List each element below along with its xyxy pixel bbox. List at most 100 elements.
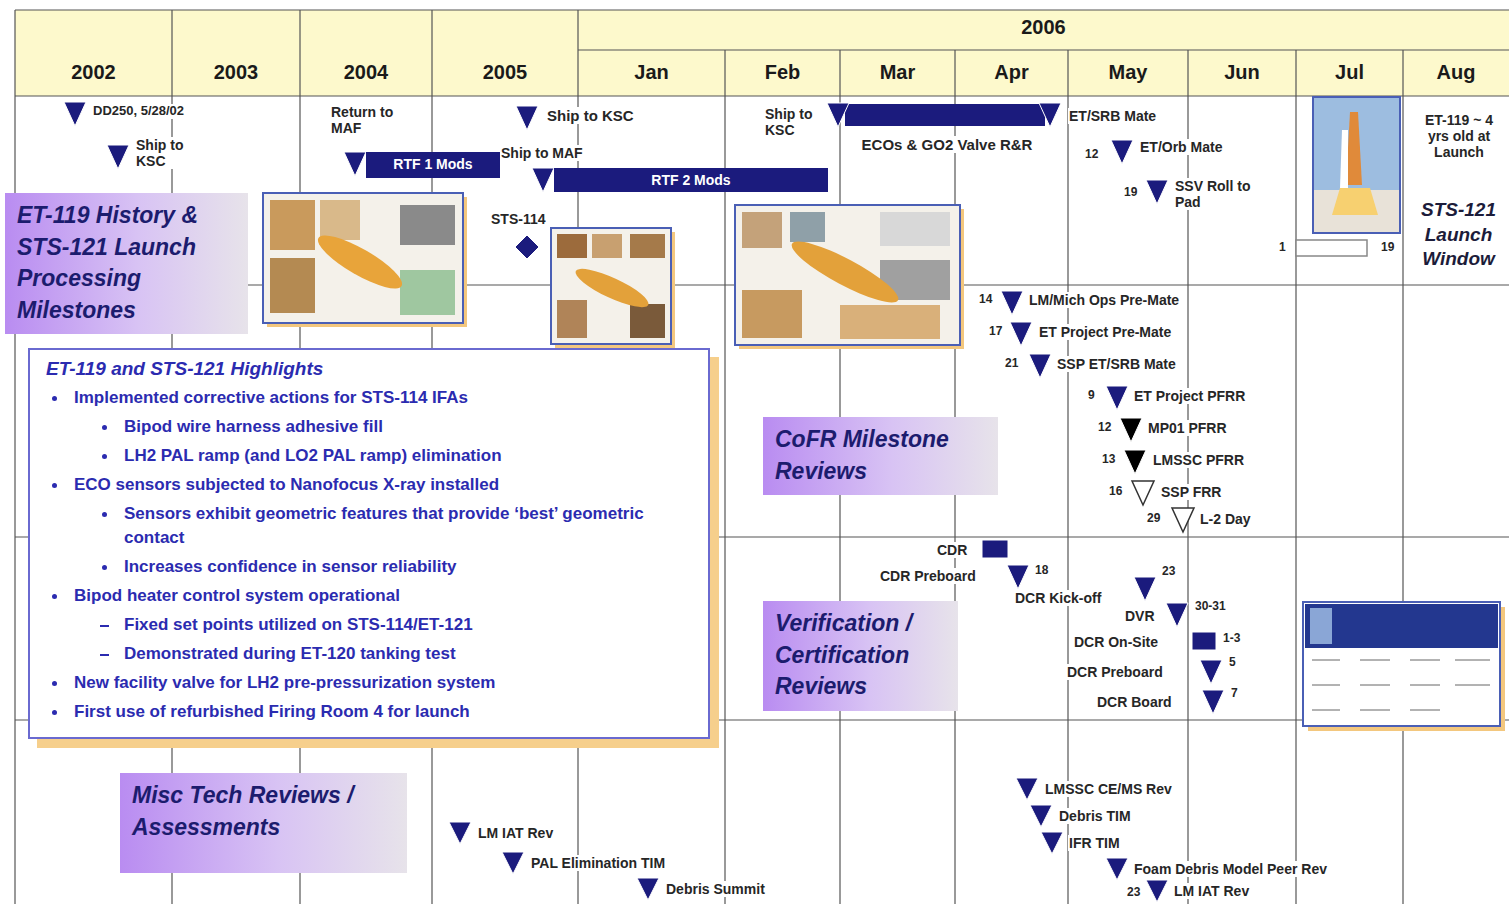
header-cell: Feb xyxy=(725,61,840,84)
document-line xyxy=(1455,660,1490,661)
photo-detail xyxy=(742,290,802,338)
header-cell: Jul xyxy=(1296,61,1403,84)
day-number: 23 xyxy=(1161,565,1176,579)
photo-detail xyxy=(592,234,622,258)
schedule-bar xyxy=(845,104,1045,126)
milestone-label: STS-121 Launch Window xyxy=(1411,198,1506,272)
photo-detail xyxy=(320,200,360,240)
header-cell: 2005 xyxy=(432,61,578,84)
schedule-bar: RTF 2 Mods xyxy=(554,168,828,192)
grid-line xyxy=(578,49,1509,50)
milestone-label: LM/Mich Ops Pre-Mate xyxy=(1028,292,1180,308)
milestone-triangle xyxy=(1016,778,1038,800)
category-box: Misc Tech Reviews / Assessments xyxy=(120,773,407,873)
bullet-row: First use of refurbished Firing Room 4 f… xyxy=(46,700,698,724)
photo-frame xyxy=(551,228,671,344)
bullet-row: Bipod heater control system operational xyxy=(46,584,698,608)
milestone-triangle xyxy=(1029,354,1051,378)
milestone-triangle-open xyxy=(1132,481,1154,505)
document-lines xyxy=(1312,660,1490,710)
milestone-triangle xyxy=(449,822,471,844)
bullet-row: Bipod wire harness adhesive fill xyxy=(46,415,698,439)
milestone-label: LM IAT Rev xyxy=(477,825,554,841)
day-number: 12 xyxy=(1097,421,1112,435)
milestone-triangle xyxy=(107,145,129,169)
milestone-label: ECOs & GO2 Valve R&R xyxy=(852,136,1042,153)
bullet-text: Increases confidence in sensor reliabili… xyxy=(124,555,698,579)
bullet-marker xyxy=(102,425,107,430)
bullet-row: Sensors exhibit geometric features that … xyxy=(46,502,698,550)
tank-sketch xyxy=(312,227,408,298)
document-line xyxy=(1312,685,1340,686)
header-cell: Jan xyxy=(578,61,725,84)
milestone-triangle xyxy=(344,152,366,176)
document-line xyxy=(1312,660,1340,661)
milestone-label: ET-119 ~ 4 yrs old at Launch xyxy=(1414,112,1504,160)
day-number: 7 xyxy=(1230,687,1239,701)
milestone-label: LMSSC PFRR xyxy=(1152,452,1245,468)
dash-marker xyxy=(100,625,109,627)
shuttle-orbiter xyxy=(1340,130,1348,188)
day-number: 30-31 xyxy=(1194,600,1227,614)
milestone-triangle xyxy=(1166,603,1188,627)
bar-label: RTF 1 Mods xyxy=(366,152,500,176)
photo-detail xyxy=(630,304,665,338)
milestone-triangle xyxy=(1106,386,1128,410)
header-cell: 2003 xyxy=(172,61,300,84)
grid-line xyxy=(1402,50,1403,904)
tank-sketch xyxy=(572,262,653,314)
milestone-triangle xyxy=(532,168,554,192)
bullet-text: ECO sensors subjected to Nanofocus X-ray… xyxy=(74,473,698,497)
category-box: CoFR Milestone Reviews xyxy=(763,417,998,495)
header-cell: Jun xyxy=(1188,61,1296,84)
milestone-label: DCR Board xyxy=(1096,694,1173,710)
header-cell: 2006 xyxy=(578,16,1509,39)
milestone-label: DVR xyxy=(1124,608,1156,624)
schedule-bar: RTF 1 Mods xyxy=(366,152,500,178)
header-cell: Aug xyxy=(1403,61,1509,84)
grid-line xyxy=(15,9,1509,10)
header-cell: May xyxy=(1068,61,1188,84)
document-line xyxy=(1410,710,1440,711)
bullet-text: Demonstrated during ET-120 tanking test xyxy=(124,642,698,666)
milestone-triangle xyxy=(1134,577,1156,601)
bullet-row: Increases confidence in sensor reliabili… xyxy=(46,555,698,579)
box-label: CoFR Milestone Reviews xyxy=(775,424,986,487)
day-number: 29 xyxy=(1146,512,1161,526)
day-number: 17 xyxy=(988,325,1003,339)
bullet-marker xyxy=(52,396,57,401)
milestone-label: SSV Roll to Pad xyxy=(1174,178,1256,210)
milestone-triangle xyxy=(637,878,659,900)
review-block xyxy=(1192,632,1216,650)
grid-lines xyxy=(15,10,1509,904)
list-heading: ET-119 and STS-121 Highlights xyxy=(46,358,698,380)
milestone-triangle xyxy=(1200,660,1222,684)
grid-line xyxy=(15,95,1509,96)
day-number: 19 xyxy=(1123,186,1138,200)
photo-frame xyxy=(263,193,463,323)
milestone-label: Ship to KSC xyxy=(135,137,197,169)
photo-frame xyxy=(735,205,960,345)
milestone-label: Ship to KSC xyxy=(764,106,828,138)
milestone-triangle xyxy=(516,106,538,130)
header-cell: 2002 xyxy=(15,61,172,84)
day-number: 16 xyxy=(1108,485,1123,499)
milestone-label: ET/Orb Mate xyxy=(1139,139,1223,155)
bullet-marker xyxy=(52,483,57,488)
header-cell: 2004 xyxy=(300,61,432,84)
milestone-triangle xyxy=(1111,140,1133,164)
photo-detail xyxy=(840,305,940,339)
photo-detail xyxy=(880,212,950,246)
bullet-text: Sensors exhibit geometric features that … xyxy=(124,502,698,550)
day-number: 12 xyxy=(1084,148,1099,162)
milestone-label: MP01 PFRR xyxy=(1147,420,1228,436)
document-detail xyxy=(1310,608,1332,644)
photo-detail xyxy=(557,234,587,258)
milestone-label: CDR Preboard xyxy=(879,568,977,584)
bullet-marker xyxy=(52,710,57,715)
milestone-triangle xyxy=(1202,690,1224,714)
milestone-triangle xyxy=(502,852,524,874)
milestone-label: SSP FRR xyxy=(1160,484,1222,500)
day-number: 9 xyxy=(1087,389,1096,403)
milestone-label: LM IAT Rev xyxy=(1173,883,1250,899)
